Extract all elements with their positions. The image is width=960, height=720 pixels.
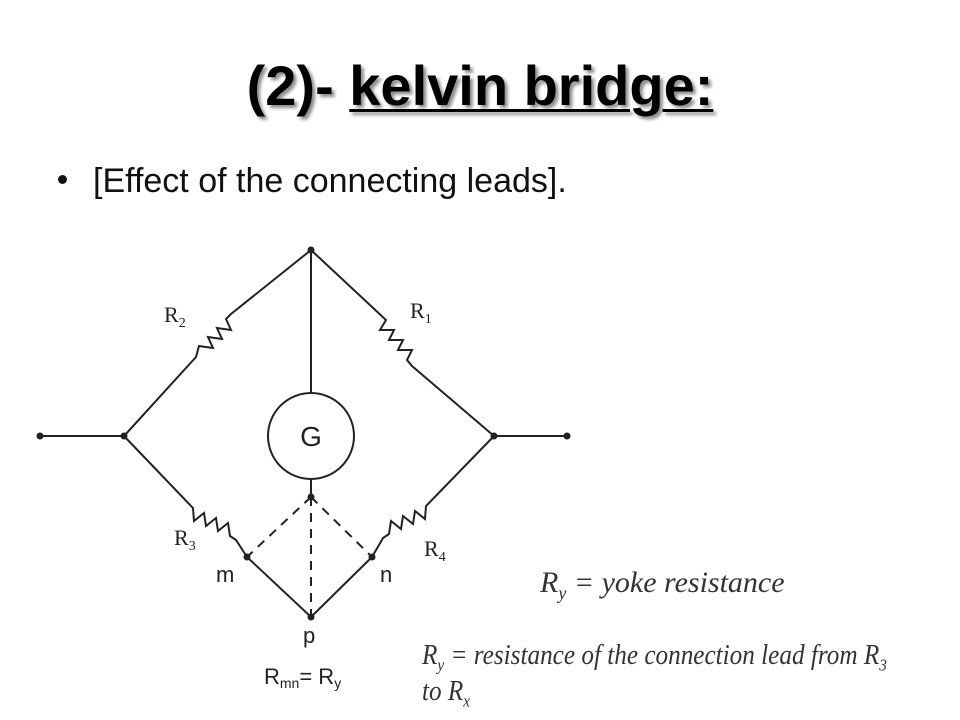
node-top bbox=[307, 246, 315, 254]
node-n bbox=[368, 553, 376, 561]
equation-lead-resistance: Ry = resistance of the connection lead f… bbox=[422, 640, 887, 711]
label-m: m bbox=[216, 562, 234, 587]
label-r1: R1 bbox=[410, 298, 432, 327]
node-galvanometer-bottom bbox=[307, 493, 315, 501]
node-right-terminal bbox=[563, 432, 571, 440]
node-left-terminal bbox=[36, 432, 44, 440]
label-n: n bbox=[380, 562, 392, 587]
slide-title: (2)- kelvin bridge: bbox=[0, 58, 960, 114]
node-p bbox=[307, 613, 315, 621]
resistor-r3 bbox=[123, 435, 248, 558]
equation-yoke-resistance: Ry = yoke resistance bbox=[540, 566, 785, 603]
label-galvanometer: G bbox=[300, 421, 322, 452]
label-p: p bbox=[303, 623, 315, 648]
label-r2: R2 bbox=[164, 302, 186, 331]
resistor-r1 bbox=[310, 249, 495, 437]
dashed-tap-n bbox=[310, 496, 373, 558]
label-r4: R4 bbox=[424, 536, 446, 565]
dashed-tap-m bbox=[246, 496, 312, 558]
resistor-r4 bbox=[371, 435, 495, 558]
label-r3: R3 bbox=[174, 525, 196, 554]
yoke-n-to-p bbox=[310, 556, 373, 618]
title-prefix: (2)- bbox=[246, 54, 350, 117]
bullet-item: [Effect of the connecting leads]. bbox=[58, 162, 567, 201]
yoke-m-to-p bbox=[246, 556, 312, 618]
label-rmn-equals-ry: Rmn= Ry bbox=[264, 664, 341, 691]
bullet-text: [Effect of the connecting leads]. bbox=[93, 162, 567, 200]
bullet-dot-icon bbox=[58, 174, 67, 184]
title-main: kelvin bridge: bbox=[349, 54, 714, 117]
node-right bbox=[490, 432, 498, 440]
resistor-r2 bbox=[123, 249, 312, 437]
node-m bbox=[243, 553, 251, 561]
node-left bbox=[120, 432, 128, 440]
